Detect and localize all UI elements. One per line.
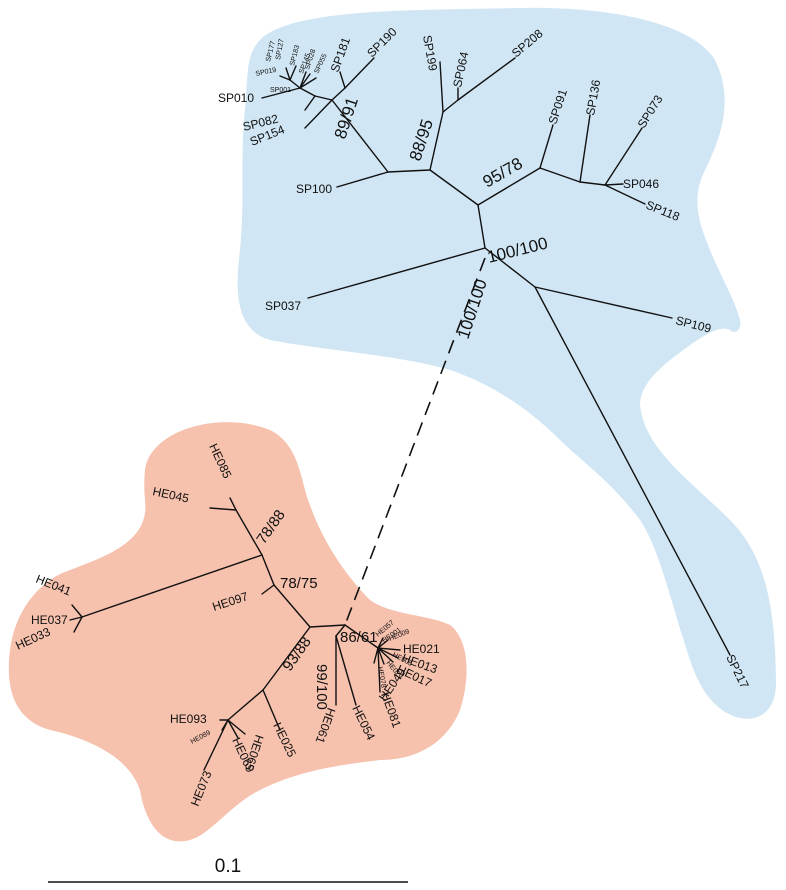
tree-branch	[604, 184, 646, 205]
tree-branch	[273, 584, 311, 628]
tree-branch	[262, 689, 281, 731]
tree-branch	[335, 624, 346, 637]
tree-branch	[439, 61, 444, 113]
tree-branch	[73, 616, 83, 633]
scale-bar: 0.1	[48, 856, 408, 883]
tree-branch	[377, 647, 399, 659]
tree-branch	[209, 507, 237, 511]
tree-branch	[69, 616, 83, 621]
scale-bar-label: 0.1	[215, 856, 241, 877]
tip-label-sp010: SP010	[218, 91, 254, 105]
tree-branch	[203, 719, 229, 771]
tree-branch	[229, 497, 237, 511]
tree-branch	[285, 67, 291, 81]
tree-branch	[579, 181, 606, 186]
tip-label-he078: HE078	[376, 666, 387, 688]
tree-branch	[299, 73, 311, 89]
tree-branch	[289, 79, 301, 89]
tree-branch	[442, 99, 459, 113]
sp-clade-region	[237, 7, 777, 719]
tree-branch	[299, 71, 307, 89]
tree-branch	[604, 127, 643, 186]
tree-branch	[227, 719, 246, 735]
tip-label-sp046: SP046	[623, 177, 659, 191]
tree-branch	[539, 167, 581, 183]
tree-branch	[299, 87, 316, 97]
tip-label-he037: HE037	[31, 613, 68, 627]
tree-branch	[336, 171, 389, 188]
support-value-78-75: 78/75	[280, 575, 318, 592]
tree-branch	[339, 71, 346, 89]
tip-label-sp100: SP100	[296, 182, 332, 196]
tree-branch	[477, 167, 541, 206]
tree-branch	[331, 87, 346, 101]
tree-branch	[309, 624, 346, 628]
he-branches	[69, 497, 401, 771]
tree-branch	[539, 124, 554, 169]
tree-branch	[477, 204, 486, 249]
support-value-99-100: 99/100	[313, 664, 330, 710]
tree-branch	[429, 111, 444, 171]
tree-branch	[227, 689, 264, 721]
tree-branch	[377, 639, 389, 649]
support-value-86-61: 86/61	[340, 629, 378, 646]
tree-branch	[71, 604, 83, 618]
tree-branch	[373, 647, 379, 664]
tree-branch	[579, 114, 591, 183]
he-clade-region	[8, 422, 467, 842]
tree-branch	[484, 247, 536, 288]
tree-branch	[227, 719, 239, 739]
tree-branch	[429, 169, 479, 206]
tree-branch	[377, 647, 401, 651]
tree-branch	[261, 554, 275, 586]
tip-label-he093: HE093	[170, 712, 207, 726]
tree-branch	[457, 57, 516, 101]
tip-label-sp001: SP001	[270, 87, 291, 94]
tree-branch	[604, 183, 624, 186]
tree-branch	[344, 624, 379, 649]
tree-branch	[377, 637, 384, 649]
tree-branch	[335, 635, 357, 706]
tree-branch	[235, 509, 263, 556]
tree-branch	[331, 99, 389, 173]
sp-branches	[261, 57, 731, 656]
tree-branch	[299, 77, 317, 89]
tree-branch	[261, 87, 301, 99]
tree-branch	[377, 647, 381, 693]
tree-branch	[81, 554, 263, 618]
tree-branch	[262, 626, 311, 691]
tree-branch	[261, 584, 275, 595]
tree-branch	[289, 65, 297, 81]
tree-branch	[279, 75, 291, 81]
tip-label-sp037: SP037	[265, 299, 301, 313]
tip-label-sp177: SP177	[265, 40, 277, 62]
tip-label-sp199: SP199	[420, 34, 440, 72]
tip-label-he021: HE021	[403, 642, 440, 656]
tree-branch	[304, 99, 333, 129]
tree-branch	[534, 286, 731, 656]
tip-label-sp136: SP136	[583, 78, 603, 116]
tree-branch	[377, 647, 394, 663]
tree-branch	[344, 57, 375, 89]
tree-branch	[377, 647, 385, 665]
tree-branch	[314, 95, 333, 101]
tree-branch	[304, 95, 316, 111]
tree-branch	[534, 286, 673, 319]
tree-branch	[387, 169, 431, 173]
tip-label-sp019: SP019	[255, 67, 277, 78]
tip-label-sp127: SP127	[275, 38, 286, 60]
tree-branch	[307, 247, 486, 299]
